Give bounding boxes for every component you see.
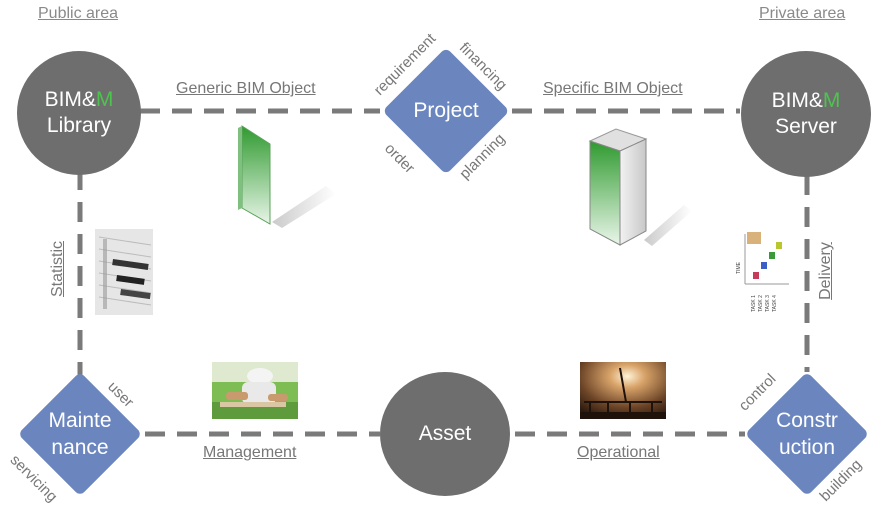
gantt-task-4: TASK 4 — [772, 295, 778, 312]
edge-label-delivery: Delivery — [817, 242, 834, 300]
library-title-bim: BIM& — [44, 87, 96, 111]
library-title: BIM&M — [45, 87, 114, 113]
server-title-bim: BIM& — [771, 88, 823, 112]
operational-construction-photo — [580, 362, 666, 419]
library-subtitle: Library — [46, 114, 112, 137]
edge-label-generic: Generic BIM Object — [176, 80, 316, 97]
library-node[interactable]: BIM&M Library — [17, 51, 141, 175]
public-area-label: Public area — [38, 5, 119, 22]
asset-node[interactable]: Asset — [380, 372, 510, 496]
project-label: Project — [413, 99, 479, 123]
gantt-task-2: TASK 2 — [758, 295, 764, 312]
construction-label-line2: uction — [778, 436, 836, 459]
server-subtitle: Server — [775, 115, 837, 138]
private-area-label: Private area — [759, 5, 846, 22]
maintenance-node[interactable]: Mainte nance — [14, 371, 146, 497]
server-node[interactable]: BIM&M Server — [741, 51, 871, 177]
edge-label-statistic: Statistic — [49, 241, 66, 298]
library-title-m: M — [95, 87, 114, 111]
construction-label-line1: Constr — [776, 408, 838, 432]
edge-label-specific: Specific BIM Object — [543, 80, 683, 97]
delivery-gantt-chart: TIME TASK 1 TASK 2 TASK 3 TASK 4 — [736, 232, 789, 312]
asset-label: Asset — [418, 421, 472, 445]
maintenance-label: Mainte nance — [48, 407, 111, 462]
statistic-chart-photo — [95, 229, 153, 315]
construction-node[interactable]: Constr uction — [742, 371, 872, 497]
construction-label: Constr uction — [776, 407, 838, 462]
edge-label-operational: Operational — [577, 444, 660, 461]
generic-object-illustration — [238, 125, 336, 228]
edge-label-management: Management — [203, 444, 297, 461]
specific-object-illustration — [588, 128, 692, 246]
management-worker-photo — [212, 362, 298, 419]
maintenance-label-line1: Mainte — [48, 408, 112, 432]
gantt-task-3: TASK 3 — [765, 295, 771, 312]
project-node[interactable]: Project — [380, 46, 512, 176]
server-title-m: M — [822, 88, 841, 112]
gantt-task-1: TASK 1 — [751, 295, 757, 312]
maintenance-label-line2: nance — [51, 436, 109, 459]
gantt-time-label: TIME — [736, 261, 742, 274]
server-title: BIM&M — [772, 88, 841, 114]
